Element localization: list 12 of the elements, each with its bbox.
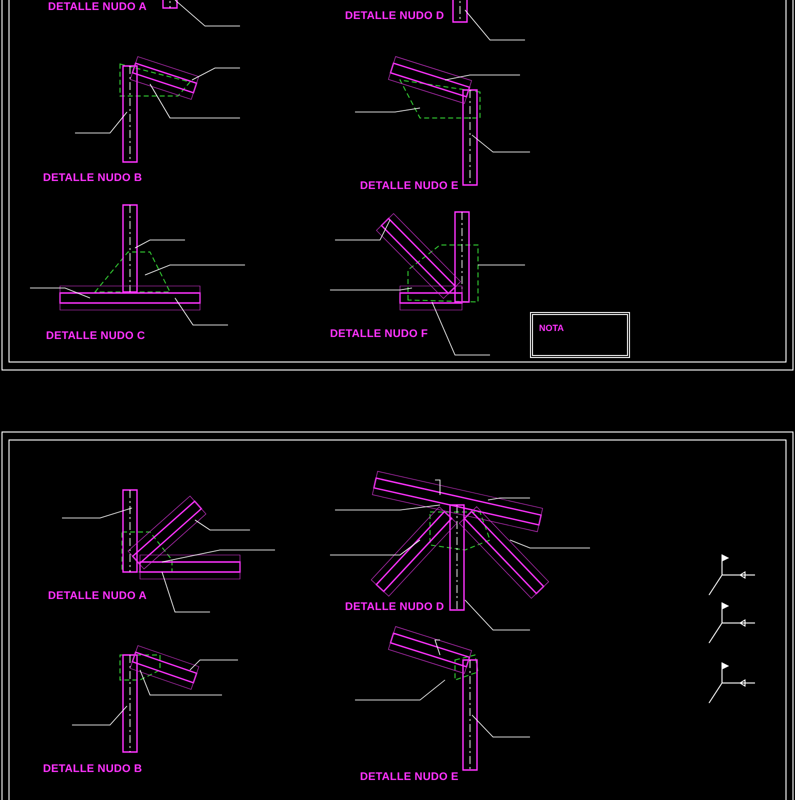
detail-title: DETALLE NUDO D <box>345 601 444 613</box>
note-box <box>530 312 630 358</box>
detail-title: DETALLE NUDO B <box>43 763 142 775</box>
detail-title: DETALLE NUDO A <box>48 590 147 602</box>
detail-title: DETALLE NUDO F <box>330 328 428 340</box>
detail-title: DETALLE NUDO D <box>345 10 444 22</box>
detail-title: DETALLE NUDO B <box>43 172 142 184</box>
note-heading: NOTA <box>539 323 564 333</box>
detail-title: DETALLE NUDO A <box>48 1 147 13</box>
detail-title: DETALLE NUDO E <box>360 771 459 783</box>
detail-title: DETALLE NUDO C <box>46 330 146 342</box>
detail-title: DETALLE NUDO E <box>360 180 459 192</box>
